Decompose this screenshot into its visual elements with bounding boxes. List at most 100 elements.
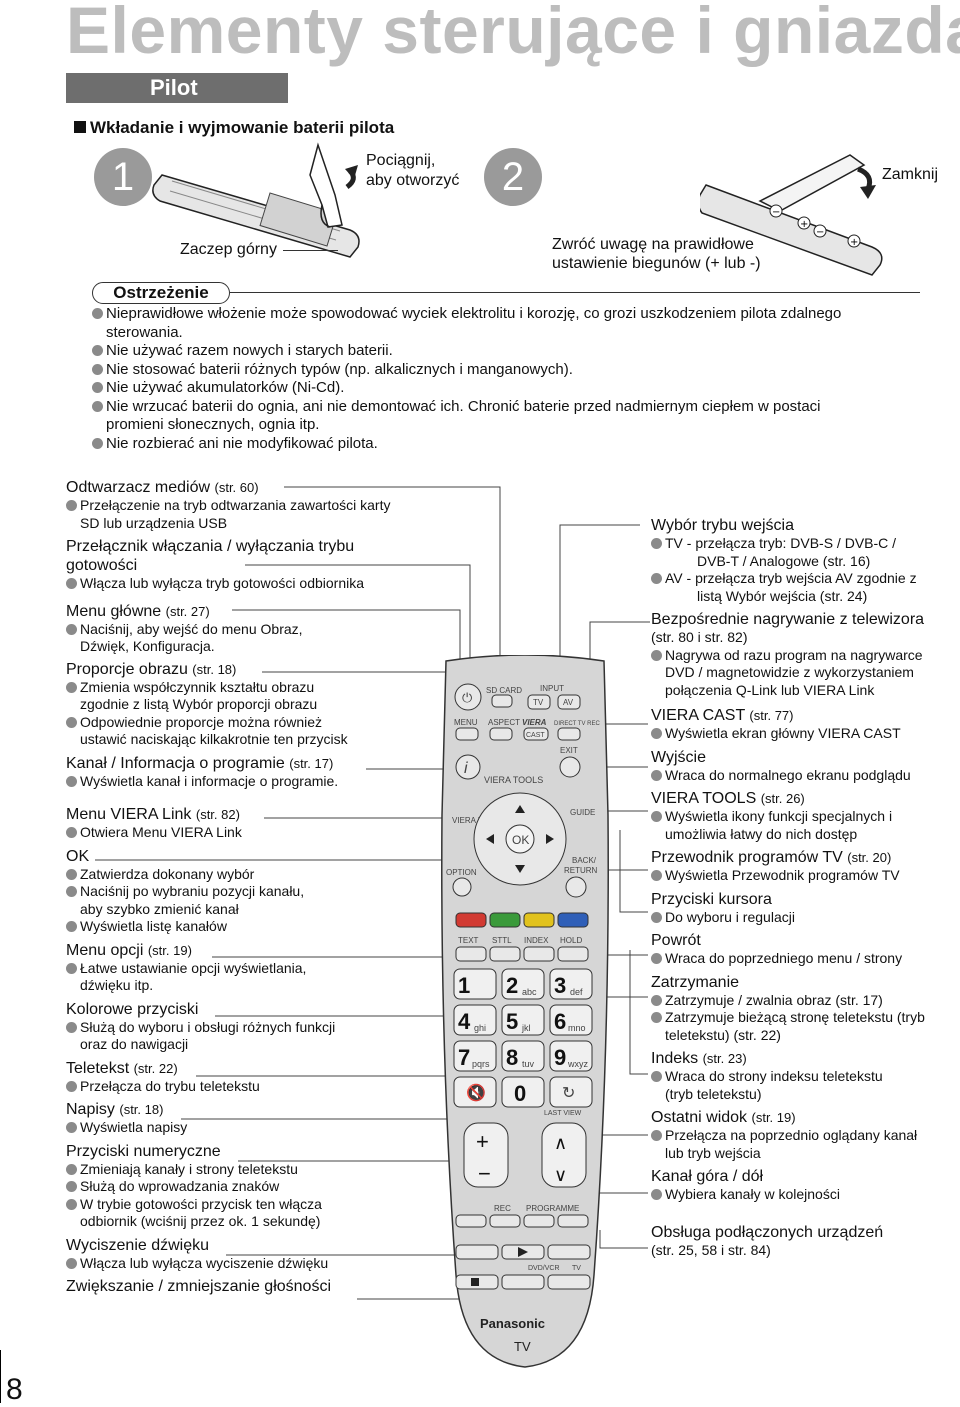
bullet-icon xyxy=(66,868,77,880)
desc-bullet: Otwiera Menu VIERA Link xyxy=(66,824,446,842)
key-digit: 6 xyxy=(554,1009,566,1034)
subtitles-heading: Napisy (str. 18) xyxy=(66,1101,164,1118)
dvd-vcr-label: DVD/VCR xyxy=(528,1265,560,1272)
bullet-icon xyxy=(66,775,77,787)
ok-button[interactable] xyxy=(505,824,535,854)
return-button[interactable] xyxy=(565,876,587,898)
bullet-icon xyxy=(66,500,77,511)
key-0-button[interactable] xyxy=(501,1076,545,1108)
desc-bullet: Odpowiednie proporcje można również xyxy=(66,714,446,732)
bullet-icon xyxy=(92,308,103,319)
standby-ext-button[interactable] xyxy=(455,1214,487,1228)
yellow-button[interactable] xyxy=(523,912,555,928)
blue-button[interactable] xyxy=(557,912,589,928)
bullet-icon xyxy=(651,870,662,881)
key-5-button[interactable] xyxy=(501,1004,545,1036)
desc-cont: połączenia Q-Link lub VIERA Link xyxy=(665,681,875,698)
bullet-icon xyxy=(651,769,662,781)
viera-cast-button[interactable] xyxy=(523,727,549,741)
key-6-button[interactable] xyxy=(549,1004,593,1036)
key-7-button[interactable] xyxy=(453,1040,497,1072)
bullet-icon xyxy=(66,886,77,897)
cast-label: CAST xyxy=(526,732,545,739)
rec-button[interactable] xyxy=(489,1214,521,1228)
exit-label: EXIT xyxy=(560,746,578,755)
desc-cont: oraz do nawigacji xyxy=(80,1036,189,1052)
desc-bullet: Zatrzymuje / zwalnia obraz (str. 17) xyxy=(651,992,956,1010)
mute-button[interactable] xyxy=(453,1076,497,1108)
desc-bullet: Włącza lub wyłącza tryb gotowości odbior… xyxy=(66,575,446,593)
up-arrow-icon xyxy=(515,805,525,813)
remote-close-illustration: − + − + xyxy=(700,154,883,276)
warning-item: Nieprawidłowe włożenie może spowodować w… xyxy=(92,305,932,324)
brand-logo: Panasonic xyxy=(480,1316,545,1331)
external-heading: Obsługa podłączonych urządzeń xyxy=(651,1223,884,1241)
channel-rocker[interactable] xyxy=(541,1122,587,1188)
back-label: BACK/ xyxy=(572,856,597,865)
power-icon: ⏻ xyxy=(462,690,472,705)
fast-forward-button[interactable] xyxy=(547,1244,591,1260)
bullet-icon xyxy=(92,400,103,412)
key-2-button[interactable] xyxy=(501,968,545,1000)
stop-icon xyxy=(471,1278,479,1286)
programme-down-button[interactable] xyxy=(523,1214,555,1228)
key-letters: wxyz xyxy=(567,1059,588,1069)
hold-label: HOLD xyxy=(560,936,582,945)
hold-button[interactable] xyxy=(557,946,589,962)
sd-card-button[interactable] xyxy=(491,694,513,708)
channel-heading: Kanał góra / dół xyxy=(651,1168,764,1185)
input-av-button[interactable] xyxy=(557,694,581,710)
key-1-button[interactable] xyxy=(453,968,497,1000)
warning-item: Nie używać razem nowych i starych bateri… xyxy=(92,342,932,361)
text-button[interactable] xyxy=(455,946,487,962)
bullet-icon xyxy=(651,994,662,1006)
pause-button[interactable] xyxy=(501,1274,545,1290)
bullet-icon xyxy=(66,921,77,932)
option-button[interactable] xyxy=(452,877,472,897)
desc-bullet: Przełączenie na tryb odtwarzania zawarto… xyxy=(66,497,446,515)
last-view-button[interactable] xyxy=(549,1076,593,1108)
key-digit: 7 xyxy=(458,1045,470,1070)
volume-rocker[interactable] xyxy=(463,1122,509,1188)
desc-bullet: Zatwierdza dokonany wybór xyxy=(66,866,446,884)
key-8-button[interactable] xyxy=(501,1040,545,1072)
sttl-button[interactable] xyxy=(489,946,521,962)
input-tv-label: TV xyxy=(533,698,544,707)
exit-heading: Wyjście xyxy=(651,748,706,766)
aspect-button[interactable] xyxy=(489,727,513,741)
key-digit: 8 xyxy=(506,1045,518,1070)
menu-button[interactable] xyxy=(455,727,479,741)
desc-bullet: Naciśnij po wybraniu pozycji kanału, xyxy=(66,883,446,901)
desc-bullet: Wraca do strony indeksu teletekstu xyxy=(651,1068,956,1086)
channel-down-icon: ∨ xyxy=(554,1165,567,1185)
index-button[interactable] xyxy=(523,946,555,962)
bullet-icon xyxy=(651,953,662,964)
menu-heading: Menu główne (str. 27) xyxy=(66,602,210,620)
green-button[interactable] xyxy=(489,912,521,928)
desc-cont: SD lub urządzenia USB xyxy=(80,514,228,531)
programme-up-button[interactable] xyxy=(557,1214,589,1228)
external-ref: (str. 25, 58 i str. 84) xyxy=(651,1241,771,1258)
record-heading: Bezpośrednie nagrywanie z telewizora xyxy=(651,611,925,628)
key-digit: 2 xyxy=(506,973,518,998)
key-9-button[interactable] xyxy=(549,1040,593,1072)
bullet-icon xyxy=(66,962,77,974)
cast-heading: VIERA CAST (str. 77) xyxy=(651,707,794,724)
bullet-icon xyxy=(651,811,662,822)
red-button[interactable] xyxy=(455,912,487,928)
desc-bullet: Wybiera kanały w kolejności xyxy=(651,1186,956,1204)
key-3-button[interactable] xyxy=(549,968,593,1000)
bullet-icon xyxy=(651,649,662,661)
bullet-icon xyxy=(66,716,77,728)
key-4-button[interactable] xyxy=(453,1004,497,1036)
info-button[interactable] xyxy=(455,754,481,780)
direct-tv-rec-button[interactable] xyxy=(557,727,581,741)
power-button[interactable] xyxy=(454,683,482,711)
warning-item: Nie używać akumulatorków (Ni-Cd). xyxy=(92,379,932,398)
bullet-icon xyxy=(92,437,103,449)
menu-label: MENU xyxy=(454,718,478,727)
dvd-tv-switch[interactable] xyxy=(547,1274,591,1290)
exit-button[interactable] xyxy=(559,756,581,778)
input-tv-button[interactable] xyxy=(527,694,551,710)
rewind-button[interactable] xyxy=(455,1244,499,1260)
